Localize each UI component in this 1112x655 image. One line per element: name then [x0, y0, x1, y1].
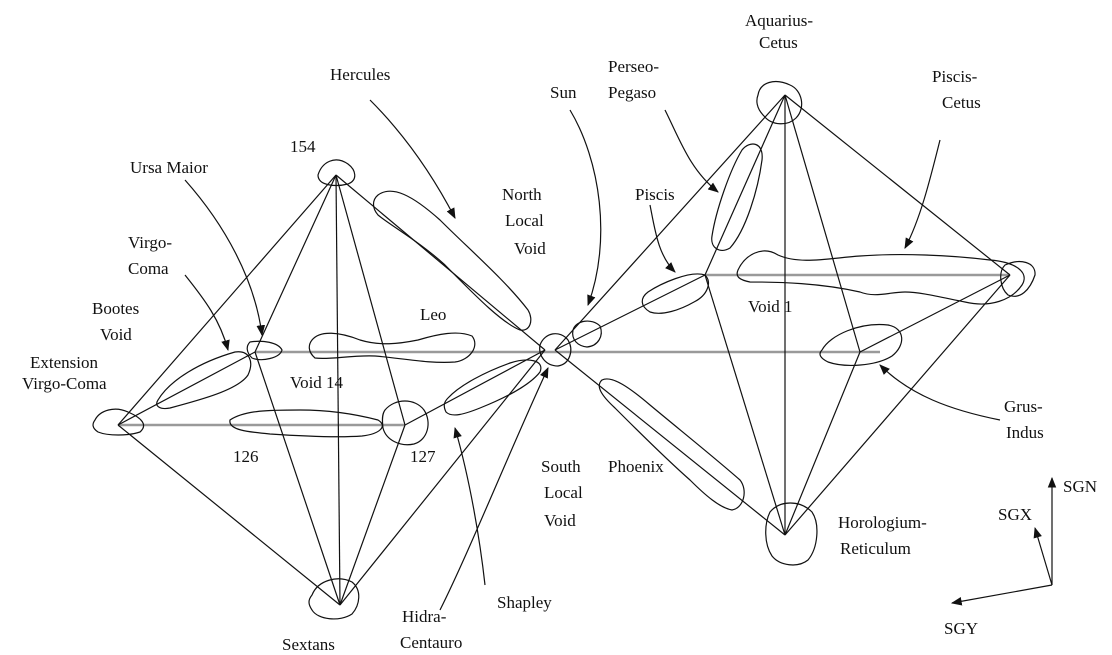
label-void1: Void 1: [748, 297, 793, 316]
blob-extension-virgo-coma: [92, 408, 145, 436]
label-phoenix: Phoenix: [608, 457, 664, 476]
label-north-local-void: North Local Void: [502, 185, 548, 258]
blob-154: [317, 159, 356, 187]
blob-phoenix: [598, 378, 745, 511]
blob-horologium: [765, 502, 818, 566]
blob-center-left: [539, 333, 572, 367]
blob-void1: [736, 250, 1025, 305]
label-void14: Void 14: [290, 373, 344, 392]
blob-perseo-pegaso: [711, 143, 763, 251]
blob-virgo-coma: [246, 340, 283, 361]
label-bootes-void: Bootes Void: [92, 299, 143, 344]
arrow-hidra-centauro: [439, 367, 549, 611]
arrow-piscis: [649, 204, 676, 273]
label-horologium-reticulum: Horologium- Reticulum: [838, 513, 931, 558]
label-sgx: SGX: [998, 505, 1032, 524]
arrow-shapley: [453, 426, 486, 586]
label-hidra-centauro: Hidra- Centauro: [400, 607, 462, 652]
left-octahedron-edges: [117, 174, 546, 606]
blob-sextans: [308, 578, 360, 620]
arrow-piscis-cetus: [904, 139, 941, 249]
label-sgy: SGY: [944, 619, 978, 638]
blob-hidra-filament: [443, 359, 542, 416]
blob-grus-indus: [819, 323, 903, 366]
blob-piscis-cetus-end: [1000, 261, 1036, 297]
coordinate-axes: [950, 476, 1057, 606]
right-octahedron-edges: [554, 94, 1011, 536]
label-perseo-pegaso: Perseo- Pegaso: [608, 57, 663, 102]
blob-leo: [308, 332, 476, 363]
blob-sun: [572, 320, 602, 348]
label-ursa-maior: Ursa Maior: [130, 158, 208, 177]
axis-sgy: [950, 584, 1053, 606]
label-virgo-coma: Virgo- Coma: [128, 233, 176, 278]
label-126: 126: [233, 447, 259, 466]
pointer-arrows: [184, 99, 1001, 611]
label-grus-indus: Grus- Indus: [1004, 397, 1047, 442]
label-sun: Sun: [550, 83, 577, 102]
label-leo: Leo: [420, 305, 446, 324]
label-127: 127: [410, 447, 436, 466]
structure-blobs: [92, 81, 1036, 620]
label-154: 154: [290, 137, 316, 156]
blob-aquarius-cetus: [756, 81, 803, 125]
blob-piscis: [641, 273, 709, 314]
label-sgn: SGN: [1063, 477, 1097, 496]
blob-126: [229, 409, 383, 438]
label-south-local-void: South Local Void: [541, 457, 587, 530]
label-hercules: Hercules: [330, 65, 390, 84]
blob-hercules-filament: [372, 190, 532, 331]
blob-127: [381, 400, 429, 446]
arrow-perseo-pegaso: [664, 109, 719, 193]
label-sextans: Sextans: [282, 635, 335, 654]
arrow-virgo-coma: [184, 274, 230, 352]
blob-bootes-virgo: [156, 351, 252, 410]
label-piscis-cetus: Piscis- Cetus: [932, 67, 982, 112]
arrow-ursa-maior: [184, 179, 266, 337]
arrow-sun: [569, 109, 602, 307]
label-shapley: Shapley: [497, 593, 552, 612]
arrow-grus-indus: [879, 364, 1001, 421]
arrow-hercules: [369, 99, 456, 219]
label-extension-virgo-coma: Extension Virgo-Coma: [22, 353, 107, 393]
label-aquarius-cetus: Aquarius- Cetus: [745, 11, 817, 52]
label-piscis: Piscis: [635, 185, 675, 204]
axis-sgx: [1033, 526, 1053, 586]
